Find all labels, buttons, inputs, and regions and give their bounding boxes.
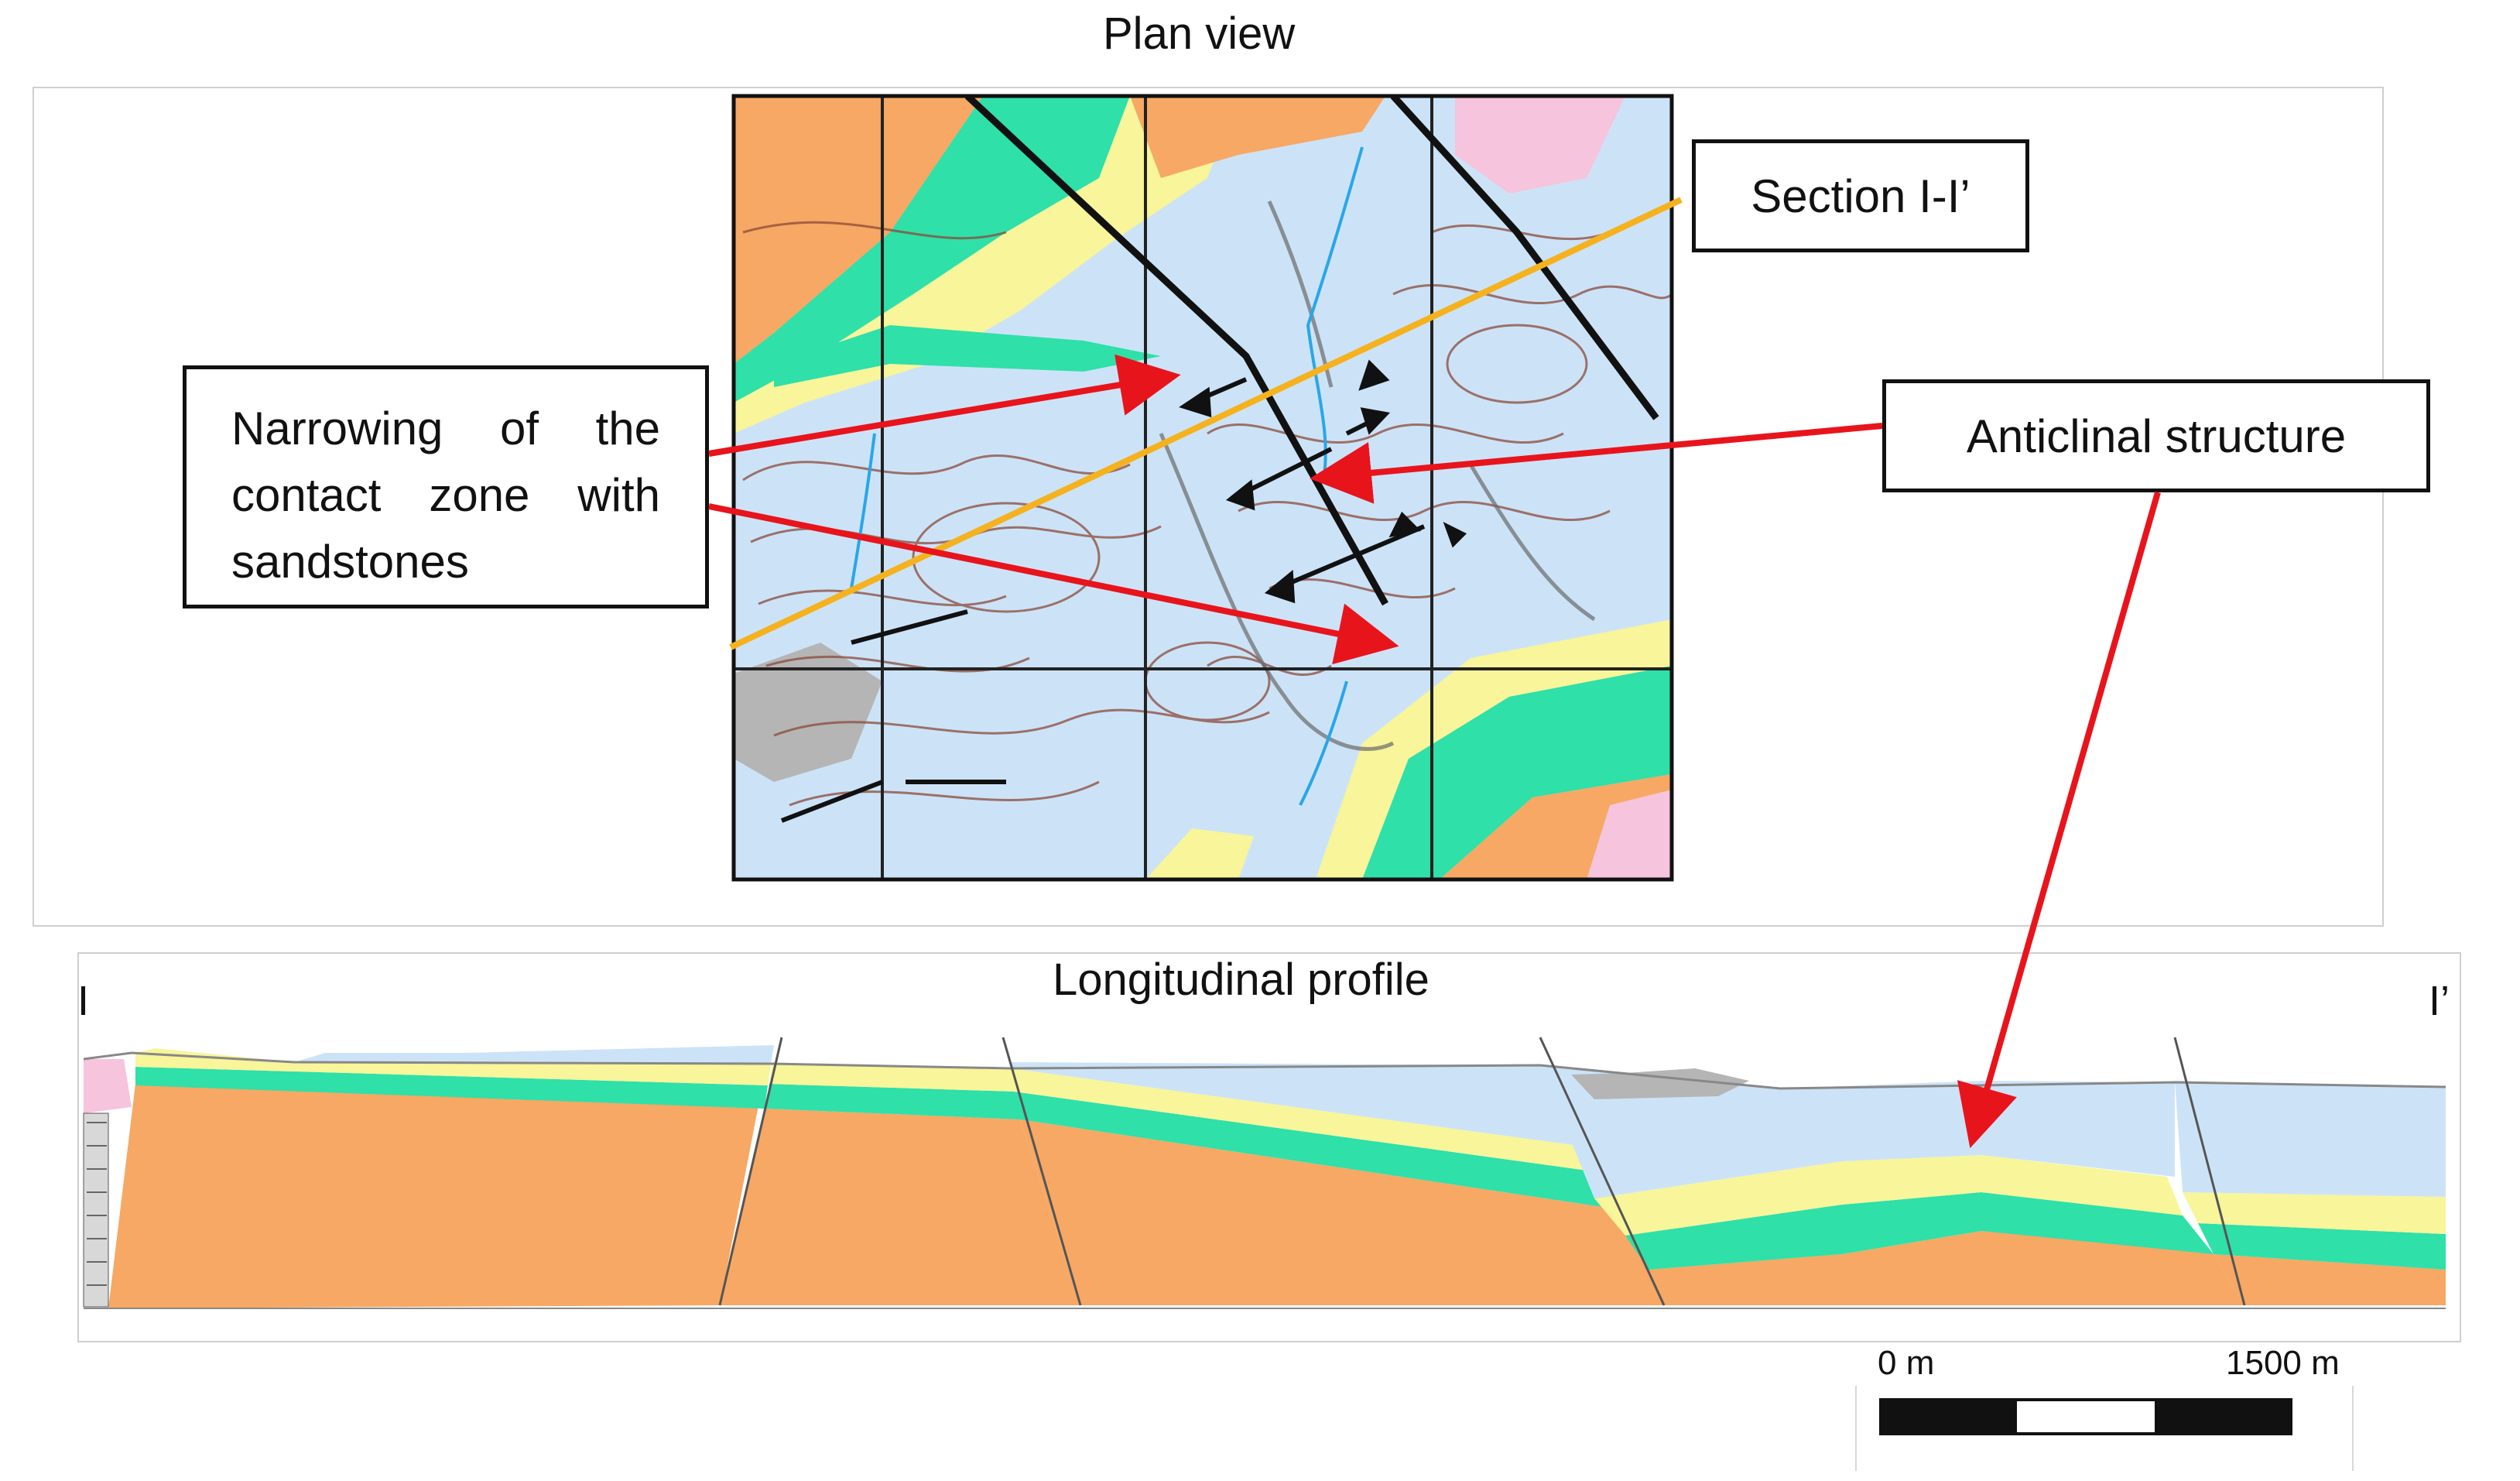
profile-end-label: I’	[2429, 978, 2450, 1024]
profile-start-label: I	[77, 978, 90, 1024]
section-line	[729, 197, 1683, 650]
scale-end-label: 1500 m	[2226, 1344, 2340, 1382]
section-callout: Section I-I’	[1692, 139, 2029, 252]
anticline-callout: Anticlinal structure	[1882, 379, 2430, 492]
section-callout-text: Section I-I’	[1751, 170, 1970, 222]
arrow-narrowing-south	[708, 503, 1399, 665]
plan-view-title: Plan view	[1103, 9, 1296, 59]
arrow-anticline-profile	[1957, 491, 2161, 1149]
profile-title: Longitudinal profile	[1053, 955, 1429, 1005]
arrow-anticline-map	[1310, 423, 1883, 504]
narrowing-callout-text: Narrowing of the contact zone with sands…	[231, 403, 660, 588]
anticline-callout-text: Anticlinal structure	[1966, 410, 2347, 462]
narrowing-callout: Narrowing of the contact zone with sands…	[183, 365, 709, 609]
arrow-narrowing-north	[708, 354, 1181, 457]
profile-frame	[77, 952, 2461, 1342]
scale-start-label: 0 m	[1878, 1344, 1935, 1382]
plan-view-frame	[33, 87, 2384, 927]
